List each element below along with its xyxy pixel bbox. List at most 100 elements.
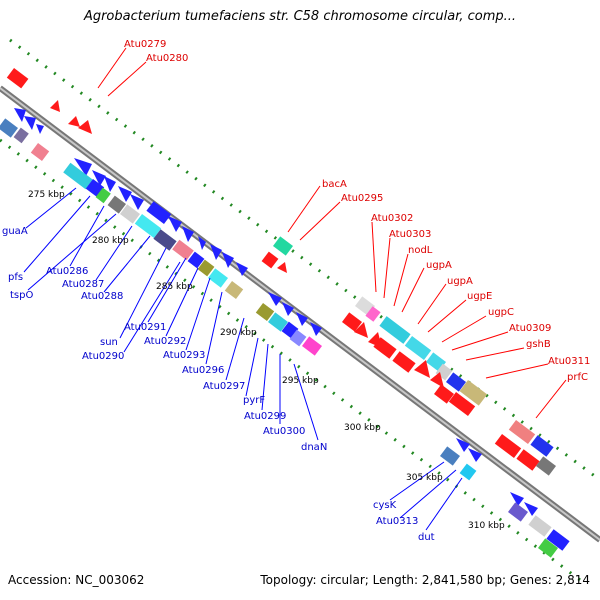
gene-arrow[interactable] [182,226,194,242]
gene-feature[interactable] [528,515,552,537]
gene-arrow[interactable] [236,262,248,276]
gene-arrow[interactable] [510,492,524,506]
gene-feature[interactable] [536,456,556,476]
gene-feature[interactable] [508,419,536,445]
gene-feature[interactable] [342,312,362,332]
gene-feature[interactable] [261,251,279,269]
gene-feature[interactable] [448,391,476,417]
gene-arrow[interactable] [74,158,92,176]
gene-label[interactable]: pfs [8,272,23,283]
gene-feature[interactable] [392,351,416,373]
gene-label[interactable]: Atu0279 [124,39,166,50]
gene-label[interactable]: Atu0286 [46,266,88,277]
gene-feature[interactable] [120,204,140,224]
gene-feature[interactable] [95,187,111,204]
gene-feature[interactable] [224,280,244,300]
gene-arrow[interactable] [78,120,92,134]
gene-feature[interactable] [404,335,432,361]
gene-feature[interactable] [516,449,540,471]
gene-label[interactable]: Atu0299 [244,411,286,422]
gene-feature[interactable] [197,259,215,277]
gene-label[interactable]: Atu0287 [62,279,104,290]
gene-arrow[interactable] [24,116,36,130]
gene-label[interactable]: Atu0296 [182,365,224,376]
gene-feature[interactable] [187,251,205,269]
gene-label[interactable]: bacA [322,179,347,190]
gene-label[interactable]: Atu0291 [124,322,166,333]
gene-feature[interactable] [289,329,307,347]
gene-arrow[interactable] [130,194,144,210]
gene-feature[interactable] [268,312,288,332]
gene-label[interactable]: prfC [567,372,588,383]
gene-label[interactable]: Atu0313 [376,516,418,527]
gene-arrow[interactable] [118,186,132,202]
gene-label[interactable]: Atu0303 [389,229,431,240]
gene-arrow[interactable] [268,292,282,306]
gene-label[interactable]: cysK [373,500,397,511]
gene-feature[interactable] [373,337,397,359]
gene-label[interactable]: Atu0309 [509,323,551,334]
gene-feature[interactable] [530,435,554,457]
gene-feature[interactable] [146,201,172,225]
gene-label[interactable]: Atu0297 [203,381,245,392]
gene-label[interactable]: Atu0302 [371,213,413,224]
gene-arrow[interactable] [50,100,60,112]
gene-label[interactable]: Atu0290 [82,351,124,362]
gene-arrow[interactable] [468,448,482,462]
gene-label[interactable]: ugpA [426,260,452,271]
gene-label[interactable]: ugpE [467,291,492,302]
gene-label[interactable]: nodL [408,245,433,256]
gene-label[interactable]: gshB [526,339,551,350]
gene-label[interactable]: Atu0311 [548,356,590,367]
gene-feature[interactable] [446,372,466,392]
gene-arrow[interactable] [210,244,222,260]
gene-feature[interactable] [459,463,477,481]
gene-arrow[interactable] [430,372,444,388]
gene-feature[interactable] [208,268,228,288]
gene-arrow[interactable] [222,252,234,268]
gene-arrow[interactable] [168,216,182,232]
gene-feature[interactable] [273,236,293,256]
gene-feature[interactable] [508,502,528,522]
gene-feature[interactable] [459,379,488,406]
gene-feature[interactable] [0,118,18,138]
gene-label[interactable]: Atu0280 [146,53,188,64]
gene-feature[interactable] [365,306,381,322]
gene-label[interactable]: sun [100,337,118,348]
gene-label[interactable]: Atu0300 [263,426,305,437]
gene-feature[interactable] [434,384,454,404]
gene-arrow[interactable] [104,176,116,192]
gene-arrow[interactable] [414,360,430,378]
gene-arrow[interactable] [282,302,294,316]
gene-feature[interactable] [440,446,460,466]
gene-label[interactable]: Atu0288 [81,291,123,302]
gene-arrow[interactable] [310,322,322,336]
gene-feature[interactable] [30,142,50,162]
gene-label[interactable]: Atu0293 [163,350,205,361]
gene-label[interactable]: Atu0292 [144,336,186,347]
gene-arrow[interactable] [354,322,368,338]
gene-arrow[interactable] [92,170,106,186]
gene-label[interactable]: Atu0295 [341,193,383,204]
gene-label[interactable]: pyrF [243,395,265,406]
gene-feature[interactable] [538,538,558,558]
gene-arrow[interactable] [198,236,206,250]
gene-feature[interactable] [494,433,522,459]
gene-label[interactable]: dnaN [301,442,327,453]
gene-feature[interactable] [153,229,177,251]
gene-arrow[interactable] [524,502,538,516]
gene-label[interactable]: ugpA [447,276,473,287]
gene-feature[interactable] [172,239,194,261]
gene-arrow[interactable] [277,262,287,273]
gene-feature[interactable] [302,336,322,356]
gene-arrow[interactable] [68,116,80,127]
gene-feature[interactable] [134,213,162,239]
gene-arrow[interactable] [36,124,44,134]
gene-feature[interactable] [546,529,570,551]
gene-label[interactable]: ugpC [488,307,514,318]
gene-arrow[interactable] [14,108,26,122]
gene-feature[interactable] [107,195,126,214]
gene-feature[interactable] [63,162,93,190]
gene-label[interactable]: dut [418,532,435,543]
gene-feature[interactable] [379,316,411,344]
